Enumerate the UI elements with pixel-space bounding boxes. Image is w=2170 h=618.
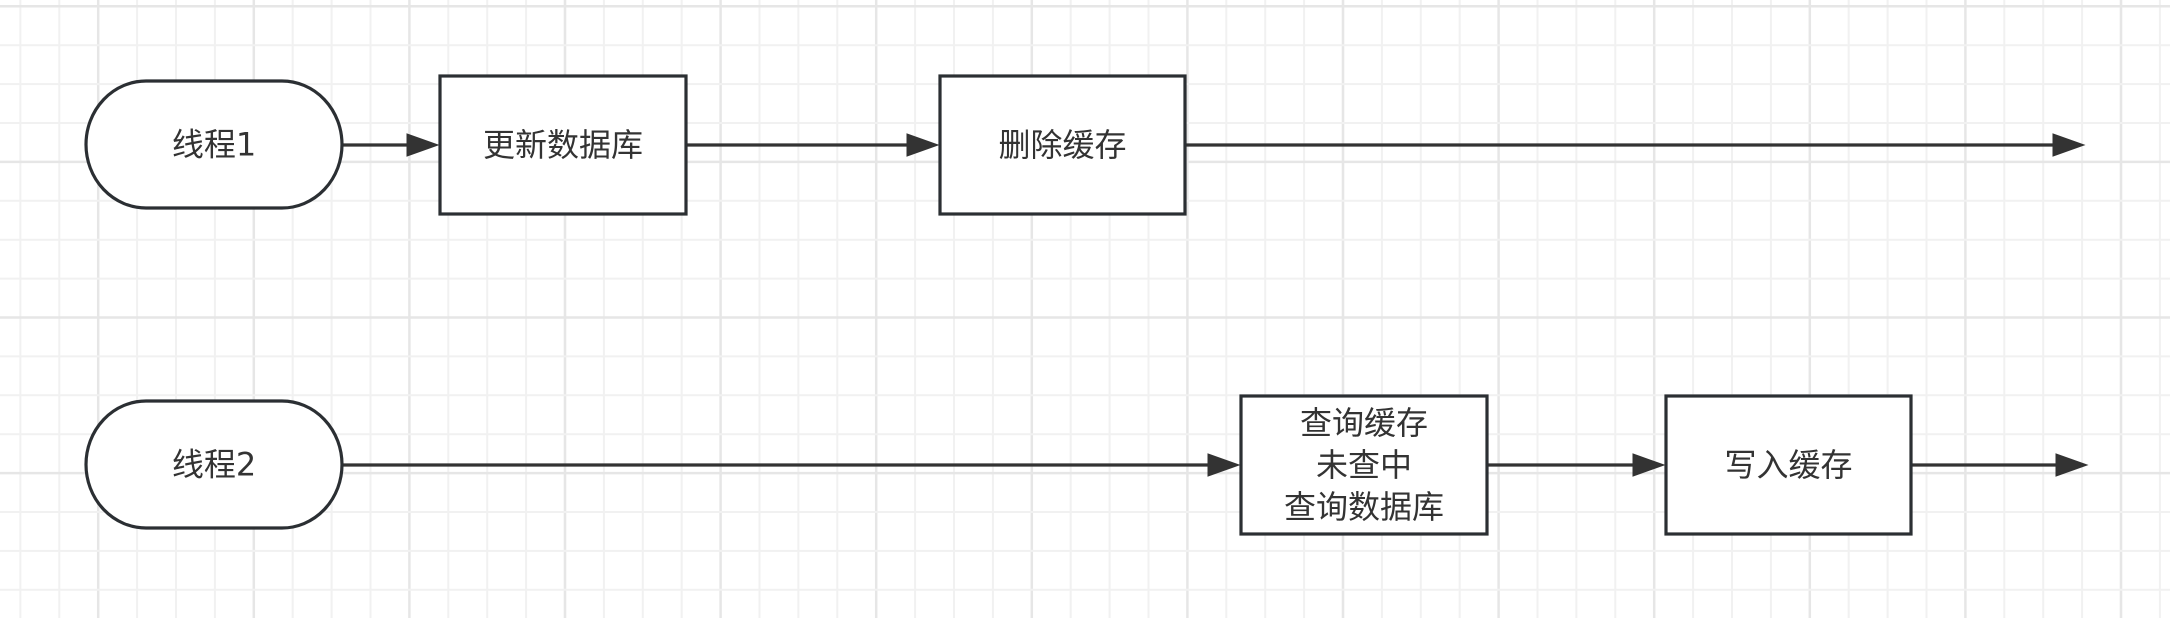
node-thread1[interactable]: 线程1 xyxy=(84,79,344,210)
arrowhead-icon xyxy=(2052,133,2086,157)
terminal-shape xyxy=(84,399,344,530)
terminal-shape xyxy=(84,79,344,210)
arrowhead-icon xyxy=(2055,453,2089,477)
arrowhead-icon xyxy=(1207,453,1241,477)
edge-query-cache-miss-query-db-to-write-cache[interactable] xyxy=(1487,453,1666,477)
node-thread2[interactable]: 线程2 xyxy=(84,399,344,530)
node-delete-cache[interactable]: 删除缓存 xyxy=(938,74,1187,216)
node-label: 线程2 xyxy=(172,446,256,484)
arrowhead-icon xyxy=(906,133,940,157)
process-shape xyxy=(438,74,688,216)
node-label: 未查中 xyxy=(1316,446,1412,484)
edge-update-db-to-delete-cache[interactable] xyxy=(686,133,940,157)
node-label: 写入缓存 xyxy=(1724,446,1852,484)
process-shape xyxy=(1239,394,1489,536)
node-label: 删除缓存 xyxy=(998,126,1126,164)
node-label: 更新数据库 xyxy=(483,126,643,164)
node-update-db[interactable]: 更新数据库 xyxy=(438,74,688,216)
edge-write-cache-to-end[interactable] xyxy=(1911,453,2089,477)
edge-delete-cache-to-end[interactable] xyxy=(1185,133,2086,157)
process-shape xyxy=(938,74,1187,216)
edges-layer xyxy=(342,133,2089,477)
node-label: 查询数据库 xyxy=(1284,488,1444,526)
process-shape xyxy=(1664,394,1913,536)
edge-thread2-to-query-cache-miss-query-db[interactable] xyxy=(342,453,1241,477)
node-label: 线程1 xyxy=(172,126,256,164)
arrowhead-icon xyxy=(1632,453,1666,477)
node-label: 查询缓存 xyxy=(1300,404,1428,442)
node-write-cache[interactable]: 写入缓存 xyxy=(1664,394,1913,536)
arrowhead-icon xyxy=(406,133,440,157)
edge-thread1-to-update-db[interactable] xyxy=(342,133,440,157)
